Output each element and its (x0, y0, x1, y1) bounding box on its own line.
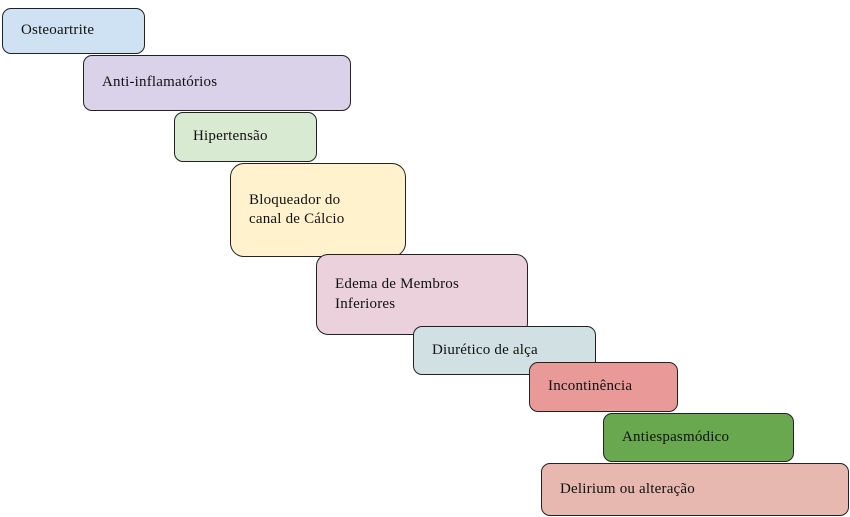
step-label: Hipertensão (193, 128, 268, 145)
step-delirium: Delirium ou alteração (541, 463, 849, 516)
step-hipertensao: Hipertensão (174, 112, 317, 162)
step-antiespasmodico: Antiespasmódico (603, 413, 794, 462)
step-label: Diurético de alça (432, 341, 538, 358)
step-osteoartrite: Osteoartrite (2, 8, 145, 54)
step-label-line2: Inferiores (335, 295, 396, 312)
step-label: Antiespasmódico (622, 428, 730, 445)
step-label-line2: canal de Cálcio (249, 211, 345, 227)
step-anti-inflamatorios: Anti-inflamatórios (83, 55, 351, 111)
step-label: Anti-inflamatórios (102, 74, 218, 91)
step-incontinencia: Incontinência (529, 362, 678, 412)
step-label-line1: Edema de Membros (335, 276, 459, 292)
step-label: Delirium ou alteração (560, 480, 695, 497)
step-label: Incontinência (548, 378, 633, 395)
step-label-line1: Bloqueador do (249, 191, 341, 208)
step-label: Osteoartrite (21, 22, 95, 39)
step-bloqueador-canal-calcio: Bloqueador do canal de Cálcio (230, 163, 406, 257)
step-diuretico-de-alca: Diurético de alça (413, 326, 596, 375)
